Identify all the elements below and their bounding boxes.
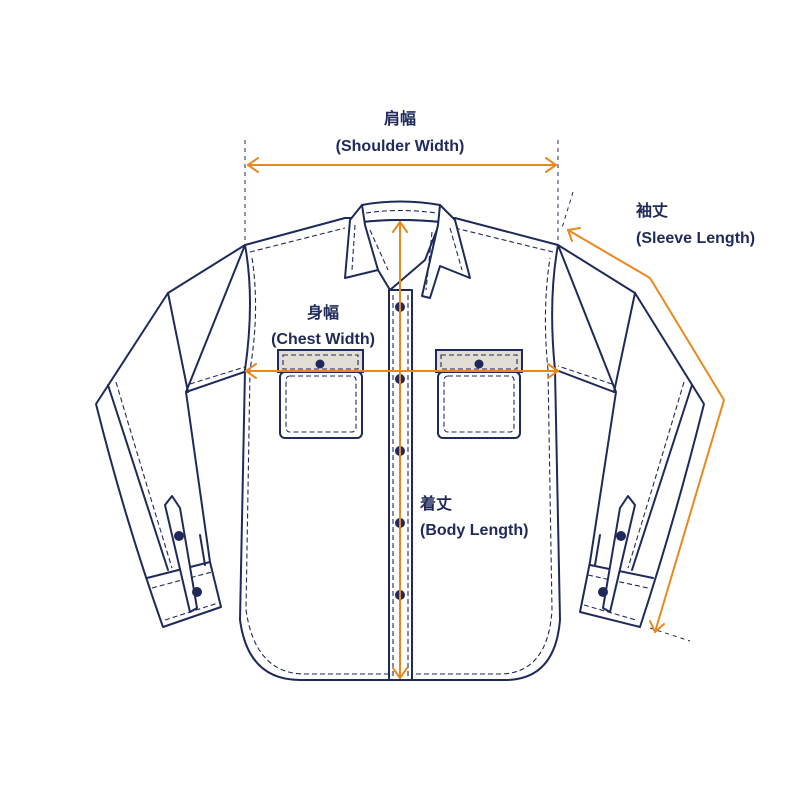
body-length-arrow [392,221,408,679]
shoulder-width-label-en: (Shoulder Width) [336,138,465,155]
sleeve-length-label-jp: 袖丈 [636,201,668,220]
chest-width-arrow [245,363,559,379]
chest-width-label-en: (Chest Width) [271,331,375,348]
chest-width-label-jp: 身幅 [307,303,339,322]
body-length-label-en: (Body Length) [420,522,528,539]
shoulder-width-label-jp: 肩幅 [384,109,416,128]
sleeve-length-label-en: (Sleeve Length) [636,230,755,247]
body-length-label-jp: 着丈 [419,494,452,513]
left-chest-pocket [277,349,364,439]
pocket-button [315,359,325,369]
right-chest-pocket [435,349,523,439]
right-sleeve [555,244,705,628]
left-sleeve [95,244,251,628]
pocket-button [474,359,484,369]
guide-lines [244,140,691,642]
sleeve-length-arrow [567,227,725,633]
shoulder-width-arrow [247,157,557,173]
